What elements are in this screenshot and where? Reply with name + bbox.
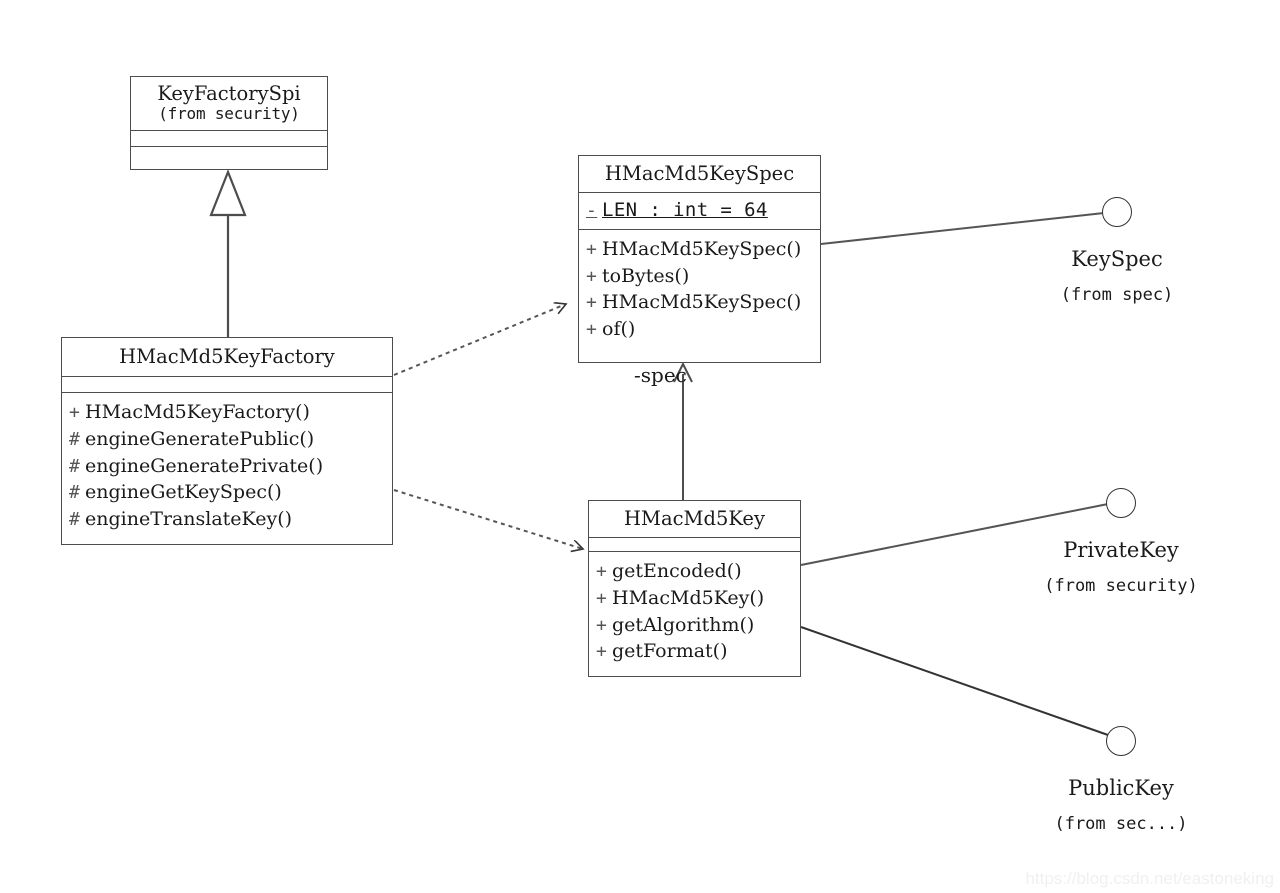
- operations-compartment-hmacmd5keyfactory: +HMacMd5KeyFactory() #engineGeneratePubl…: [62, 393, 392, 539]
- operation-row: #engineGetKeySpec(): [69, 479, 388, 506]
- watermark: https://blog.csdn.net/eastoneking: [1025, 869, 1274, 888]
- dependency-factory-to-key: [393, 489, 583, 549]
- operation-label: getAlgorithm(): [612, 613, 755, 636]
- attributes-compartment-hmacmd5keyfactory: [62, 377, 392, 393]
- interface-package: (from sec...): [1054, 814, 1188, 834]
- operations-compartment-keyfactoryspi: [131, 147, 327, 163]
- operation-row: #engineGeneratePublic(): [69, 426, 388, 453]
- operation-label: HMacMd5KeySpec(): [602, 237, 802, 260]
- visibility-marker: +: [69, 402, 80, 423]
- operation-label: toBytes(): [602, 264, 690, 287]
- attribute-label: LEN : int = 64: [602, 199, 768, 221]
- interface-circle-icon: [1106, 726, 1136, 756]
- visibility-marker: #: [69, 455, 80, 477]
- visibility-marker: +: [596, 587, 607, 609]
- attributes-compartment-hmacmd5key: [589, 538, 800, 552]
- attributes-compartment-hmacmd5keyspec: -LEN : int = 64: [579, 193, 820, 230]
- class-name-keyfactoryspi: KeyFactorySpi (from security): [131, 77, 327, 131]
- operation-row: +HMacMd5KeySpec(): [586, 289, 816, 316]
- realization-keyspec-to-keyspec-iface: [820, 212, 1105, 245]
- operations-compartment-hmacmd5keyspec: +HMacMd5KeySpec() +toBytes() +HMacMd5Key…: [579, 230, 820, 349]
- operation-row: #engineGeneratePrivate(): [69, 453, 388, 480]
- class-name-hmacmd5key: HMacMd5Key: [589, 501, 800, 538]
- visibility-marker: #: [69, 509, 80, 531]
- visibility-marker: +: [586, 265, 597, 287]
- class-name-hmacmd5keyspec: HMacMd5KeySpec: [579, 156, 820, 193]
- attribute-row: -LEN : int = 64: [586, 197, 816, 224]
- operation-label: getEncoded(): [612, 560, 742, 582]
- interface-circle-icon: [1106, 488, 1136, 518]
- generalization-factory-to-spi: [209, 169, 247, 337]
- visibility-marker: -: [586, 200, 598, 221]
- operation-row: +HMacMd5KeySpec(): [586, 236, 816, 263]
- class-box-keyfactoryspi[interactable]: KeyFactorySpi (from security): [130, 76, 328, 170]
- interface-package: (from spec): [1060, 285, 1174, 305]
- class-title: HMacMd5Key: [624, 507, 765, 530]
- class-name-hmacmd5keyfactory: HMacMd5KeyFactory: [62, 338, 392, 377]
- operation-label: HMacMd5KeySpec(): [602, 291, 802, 314]
- class-package: (from security): [158, 104, 300, 123]
- interface-label-publickey: PublicKey (from sec...): [1006, 776, 1236, 834]
- interface-label-privatekey: PrivateKey (from security): [1006, 538, 1236, 596]
- visibility-marker: +: [586, 238, 597, 260]
- operation-row: +getFormat(): [596, 638, 796, 665]
- operation-label: engineTranslateKey(): [85, 508, 293, 531]
- attributes-compartment-keyfactoryspi: [131, 131, 327, 147]
- interface-label-keyspec: KeySpec (from spec): [1002, 247, 1232, 305]
- operation-label: engineGetKeySpec(): [85, 481, 282, 504]
- interface-circle-icon: [1102, 197, 1132, 227]
- operation-label: getFormat(): [612, 640, 728, 663]
- interface-name: PublicKey: [1068, 776, 1174, 800]
- association-role-label-spec: -spec: [634, 363, 687, 387]
- class-title: KeyFactorySpi: [157, 82, 301, 105]
- operation-label: engineGeneratePrivate(): [85, 454, 324, 477]
- association-key-to-keyspec: [673, 361, 693, 500]
- edge-label-text: -spec: [634, 363, 687, 387]
- interface-package: (from security): [1044, 576, 1198, 596]
- visibility-marker: #: [69, 482, 80, 504]
- operation-row: +of(): [586, 316, 816, 343]
- dependency-factory-to-keyspec: [393, 304, 566, 376]
- class-box-hmacmd5key[interactable]: HMacMd5Key +getEncoded() +HMacMd5Key() +…: [588, 500, 801, 677]
- interface-name: PrivateKey: [1063, 538, 1179, 562]
- operation-label: engineGeneratePublic(): [85, 427, 315, 450]
- operation-row: +toBytes(): [586, 263, 816, 290]
- class-box-hmacmd5keyspec[interactable]: HMacMd5KeySpec -LEN : int = 64 +HMacMd5K…: [578, 155, 821, 363]
- operation-row: +getEncoded(): [596, 558, 796, 585]
- realization-key-to-publickey-iface: [800, 626, 1109, 736]
- operations-compartment-hmacmd5key: +getEncoded() +HMacMd5Key() +getAlgorith…: [589, 552, 800, 671]
- visibility-marker: +: [586, 292, 597, 314]
- operation-label: HMacMd5Key(): [612, 586, 765, 609]
- visibility-marker: +: [596, 614, 607, 636]
- operation-row: #engineTranslateKey(): [69, 506, 388, 533]
- class-title: HMacMd5KeySpec: [604, 162, 795, 185]
- class-box-hmacmd5keyfactory[interactable]: HMacMd5KeyFactory +HMacMd5KeyFactory() #…: [61, 337, 393, 545]
- visibility-marker: +: [586, 319, 597, 341]
- operation-label: HMacMd5KeyFactory(): [85, 401, 310, 423]
- operation-row: +HMacMd5Key(): [596, 585, 796, 612]
- visibility-marker: +: [596, 561, 607, 582]
- operation-row: +getAlgorithm(): [596, 612, 796, 639]
- interface-name: KeySpec: [1071, 247, 1163, 271]
- operation-row: +HMacMd5KeyFactory(): [69, 399, 388, 426]
- visibility-marker: +: [596, 641, 607, 663]
- realization-key-to-privatekey-iface: [800, 503, 1109, 566]
- class-title: HMacMd5KeyFactory: [119, 345, 335, 368]
- visibility-marker: #: [69, 428, 80, 450]
- operation-label: of(): [602, 318, 636, 341]
